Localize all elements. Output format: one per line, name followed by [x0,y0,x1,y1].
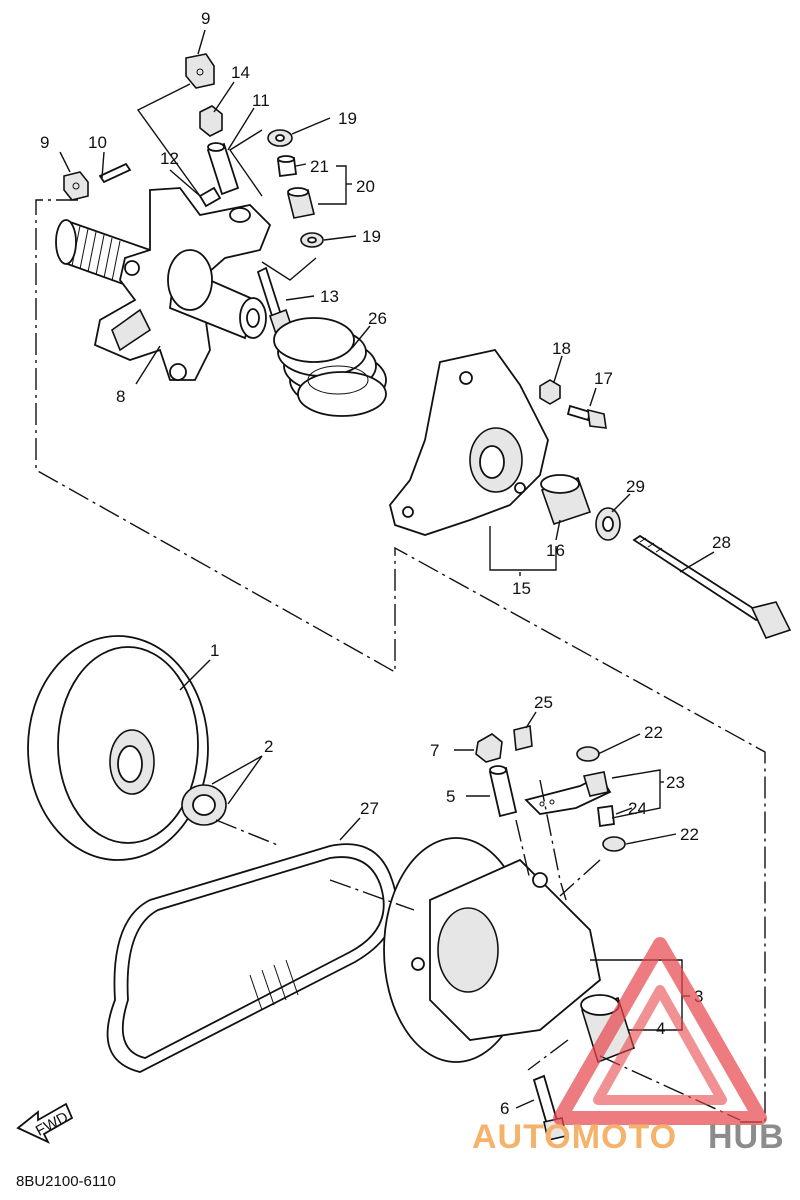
callout-13: 13 [320,287,339,306]
callout-19b: 19 [362,227,381,246]
callout-22a: 22 [644,723,663,742]
washer-19b [300,232,324,248]
nut-7 [475,733,503,763]
callout-29: 29 [626,477,645,496]
callout-1: 1 [210,641,219,660]
callout-3: 3 [694,987,703,1006]
callout-19a: 19 [338,109,357,128]
washer-22b [602,836,626,852]
callout-16: 16 [546,541,565,560]
clutch-cover [389,348,549,536]
callout-2: 2 [264,737,273,756]
drive-belt [106,843,398,1073]
callout-12: 12 [160,149,179,168]
washer-19a [267,129,293,147]
bushing-16 [540,474,592,526]
callout-10: 10 [88,133,107,152]
nut-14 [199,105,223,137]
bushing-24 [597,804,615,828]
callout-labels: 9 14 11 19 9 10 12 21 20 19 13 26 8 18 1… [40,9,731,1118]
callout-28: 28 [712,533,731,552]
bushing-21 [276,155,298,178]
callout-26: 26 [368,309,387,328]
leader-lines [59,29,715,1109]
bolt-17 [566,404,607,429]
washer-29 [595,507,621,541]
watermark-text-hub: HUB [708,1118,785,1156]
movable-sheave [383,837,601,1063]
callout-9b: 9 [40,133,49,152]
callout-24: 24 [628,799,647,818]
callout-21: 21 [310,157,329,176]
bearing-2 [181,784,227,826]
nut-18 [539,379,561,405]
callout-14: 14 [231,63,250,82]
callout-18: 18 [552,339,571,358]
callout-6: 6 [500,1099,509,1118]
callout-11: 11 [252,91,270,110]
callout-9a: 9 [201,9,210,28]
pin-5 [488,765,518,818]
spring-pin-12 [198,186,222,208]
pin-10 [98,162,132,184]
callout-15: 15 [512,579,531,598]
callout-17: 17 [594,369,613,388]
watermark-logo: AUTOMOTO HUB [472,937,785,1156]
callout-5: 5 [446,787,455,806]
callout-27: 27 [360,799,379,818]
callout-7: 7 [430,741,439,760]
fixed-sheave [27,635,209,861]
arm-23 [524,771,612,815]
washer-22a [576,746,600,762]
callout-8: 8 [116,387,125,406]
slider-block-9a [185,53,215,89]
long-bolt-28 [632,534,792,639]
callout-20: 20 [356,177,375,196]
callout-25: 25 [534,693,553,712]
slider-block-9b [63,171,89,201]
callout-23: 23 [666,773,685,792]
pin-11 [206,142,240,196]
clutch-spider-hub [55,187,272,381]
roller-20 [287,187,315,219]
assembly-dash-lines [215,779,741,1121]
callout-4: 4 [656,1019,665,1038]
clutch-spring [273,317,387,417]
diagram-code: 8BU2100-6110 [16,1173,116,1190]
watermark-text-auto: AUTOMOTO [472,1118,677,1156]
bolt-25 [513,724,533,752]
fwd-arrow: FWD [16,1102,74,1144]
callout-22b: 22 [680,825,699,844]
